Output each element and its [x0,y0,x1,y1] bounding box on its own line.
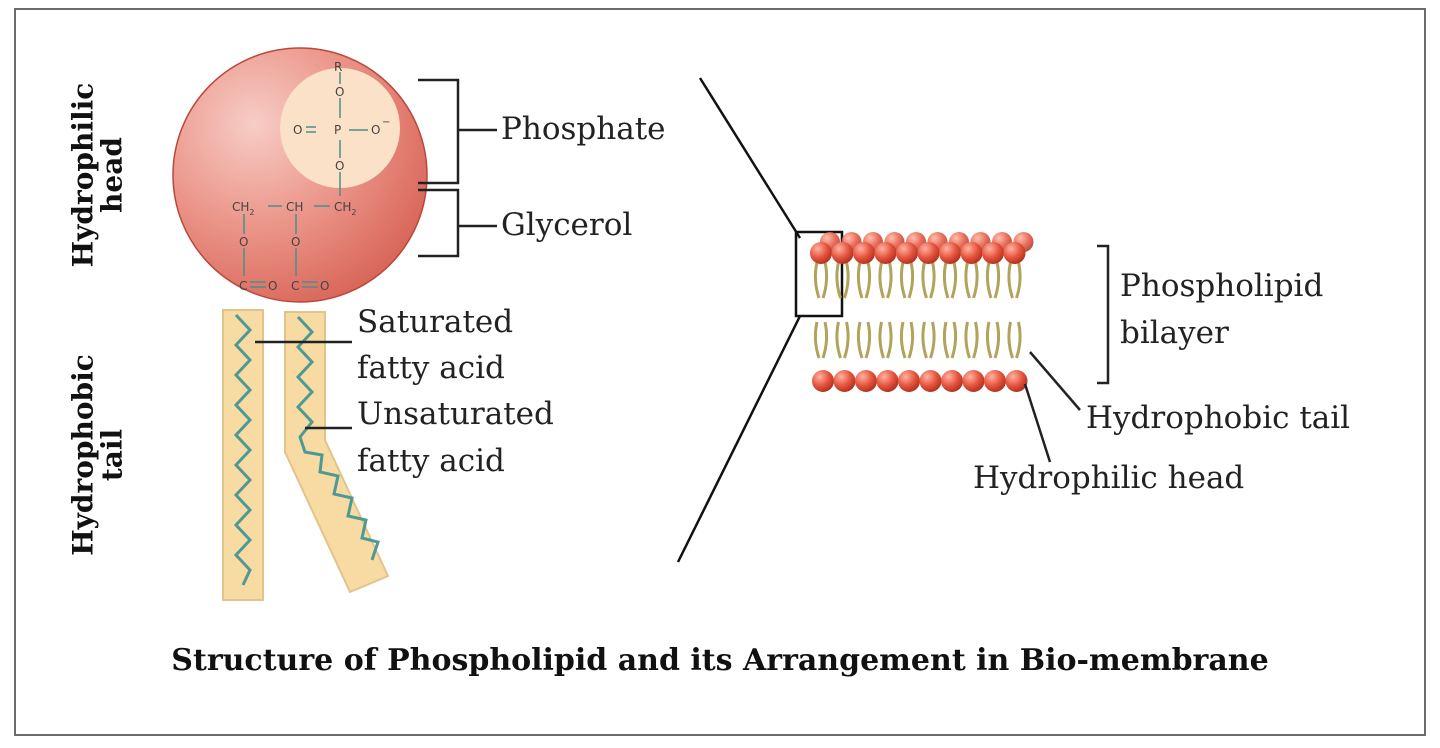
unsaturated-tail [284,311,390,594]
chem-o-right: O [371,123,380,137]
bilayer-bottom-tail [835,321,850,359]
label-saturated-line2: fatty acid [357,350,505,386]
side-label-head-line1: Hydrophilic [66,82,100,268]
chem-c-2: C [291,279,299,293]
bilayer-top-head-bead [853,242,875,264]
chem-o-left: O [293,123,302,137]
bilayer-bottom-tail [985,321,1001,359]
bilayer-bottom-head-bead [941,370,963,392]
bilayer-top-tail [878,261,893,299]
bilayer-bottom-tail [942,321,958,359]
bilayer-bottom-head-bead [833,370,856,392]
head-brackets [255,78,497,430]
bilayer-top-tail [899,261,915,299]
bilayer-top-head-bead [1003,242,1026,264]
label-unsaturated-line1: Unsaturated [357,396,554,432]
bilayer-bottom-head-bead [855,370,877,392]
bilayer-top-head-bead [896,242,918,264]
hydrophilic-head-leader [1023,383,1052,463]
side-label-hydrophilic-head: Hydrophilic head [66,82,129,268]
chem-ch2-right: CH2 [334,200,357,217]
phosphate-bracket [418,78,460,185]
hydrophobic-tail-leader [1029,351,1081,411]
saturated-zigzag [233,313,253,586]
chem-ch: CH [286,200,303,214]
chem-r: R [334,60,342,74]
bilayer-top-head-bead [810,242,832,264]
bilayer-bottom-head-bead [876,370,899,392]
zoom-lines [676,77,844,563]
bilayer-top-tail [835,261,850,299]
chem-o-top: O [335,85,344,99]
bilayer-bottom-tail [921,321,936,359]
bilayer-top-tail [813,261,829,299]
saturated-tail [222,309,264,601]
bilayer-top-tail [1007,261,1022,299]
bilayer-top-tail [964,261,979,299]
bilayer-top-tail [856,261,872,299]
hydrophilic-head-circle: R O O P O − O CH2 CH CH2 O O C O C O [172,47,428,303]
chem-o-ester-2: O [291,235,300,249]
bilayer-bottom-tail [964,321,979,359]
chem-o-minus: − [382,117,390,128]
chem-o-ester-1: O [239,235,248,249]
bilayer-bracket [1023,244,1110,463]
label-unsaturated-line2: fatty acid [357,443,505,479]
chemical-bonds [243,72,368,288]
bilayer-bottom-head-bead [919,370,942,392]
bilayer-top-head-bead [874,242,897,264]
bilayer-bottom-tail [878,321,893,359]
bilayer-bottom-head-bead [984,370,1006,392]
glycerol-bracket [418,188,460,258]
bilayer-top-head-bead [939,242,961,264]
bilayer-bottom-head-bead [1005,370,1028,392]
label-phosphate: Phosphate [501,111,666,147]
chem-p: P [334,123,341,137]
chem-o-carbonyl-1: O [268,279,277,293]
bilayer-top-head-bead [960,242,983,264]
unsaturated-zigzag [295,315,380,561]
side-label-hydrophobic-tail: Hydrophobic tail [66,354,129,556]
bilayer-top-head-bead [982,242,1004,264]
zoom-box [794,230,844,318]
label-bilayer-line2: bilayer [1120,315,1229,351]
bilayer-bottom-head-bead [812,370,834,392]
figure-caption: Structure of Phospholipid and its Arrang… [171,643,1269,678]
bilayer-bottom-head-bead [962,370,985,392]
side-label-tail-line1: Hydrophobic [66,354,100,556]
label-saturated-line1: Saturated [357,304,514,340]
bilayer-top-tail [985,261,1001,299]
chem-o-bottom: O [335,159,344,173]
side-label-tail-line2: tail [96,428,129,482]
chem-o-carbonyl-2: O [320,279,329,293]
label-glycerol: Glycerol [501,207,633,243]
chem-c-1: C [239,279,247,293]
chem-ch2-left: CH2 [232,200,255,217]
bilayer-bottom-tail [856,321,872,359]
label-hydrophilic-head: Hydrophilic head [973,460,1245,496]
bilayer-bottom-tail [899,321,915,359]
bilayer-bottom-tail [1007,321,1022,359]
phosphate-group-circle [280,68,400,188]
bilayer-top-tail [942,261,958,299]
bilayer-top-head-bead [917,242,940,264]
phospholipid-bilayer [810,232,1034,392]
bilayer-top-head-bead [831,242,854,264]
bilayer-top-tail [921,261,936,299]
bilayer-bottom-tail [813,321,829,359]
label-hydrophobic-tail: Hydrophobic tail [1086,400,1351,436]
bilayer-bottom-head-bead [898,370,920,392]
label-bilayer-line1: Phospholipid [1120,268,1324,304]
side-label-head-line2: head [96,137,129,213]
